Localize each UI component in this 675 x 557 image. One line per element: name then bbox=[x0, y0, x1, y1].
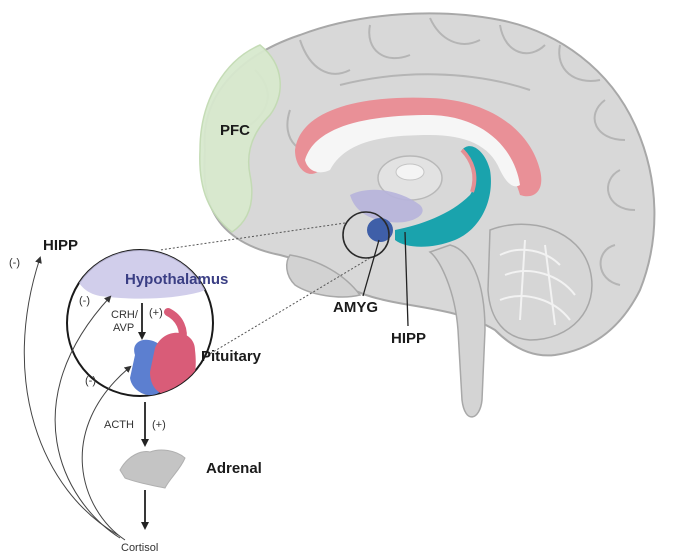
feedback-to-pituitary bbox=[81, 365, 132, 541]
label-adrenal: Adrenal bbox=[206, 460, 262, 477]
zoom-circle bbox=[66, 249, 214, 397]
label-acth: ACTH bbox=[104, 419, 134, 431]
brain bbox=[199, 12, 656, 418]
hypothalamus-region bbox=[350, 189, 423, 223]
pfc-region bbox=[199, 44, 281, 233]
cerebellum bbox=[487, 223, 593, 341]
label-hypothalamus: Hypothalamus bbox=[125, 271, 229, 288]
hippocampus-region bbox=[395, 146, 491, 247]
label-pituitary: Pituitary bbox=[201, 348, 262, 365]
sign-minus-hypothalamus: (-) bbox=[79, 295, 90, 307]
amyg-pointer bbox=[362, 239, 380, 297]
label-hipp-feedback: HIPP bbox=[43, 237, 79, 254]
label-amyg: AMYG bbox=[333, 299, 378, 316]
sign-minus-hipp: (-) bbox=[9, 257, 20, 269]
feedback-to-hipp bbox=[23, 256, 119, 536]
label-pfc: PFC bbox=[220, 122, 250, 139]
cerebellum-folia bbox=[499, 239, 576, 326]
pituitary-anterior bbox=[150, 332, 196, 396]
zoom-line-bottom bbox=[207, 257, 371, 356]
corpus-callosum bbox=[305, 115, 520, 187]
adrenal-gland bbox=[119, 449, 186, 489]
label-avp: AVP bbox=[113, 322, 135, 334]
zoom-line-top bbox=[159, 222, 346, 251]
brainstem bbox=[428, 244, 486, 418]
zoom-source-circle bbox=[342, 211, 390, 259]
gyri-lines bbox=[249, 17, 636, 286]
sign-plus-crh: (+) bbox=[149, 307, 163, 319]
sign-plus-acth: (+) bbox=[152, 419, 166, 431]
label-hipp-brain: HIPP bbox=[391, 330, 427, 347]
hipp-pointer bbox=[404, 231, 409, 327]
feedback-to-hypothalamus bbox=[54, 295, 121, 539]
sign-minus-pituitary: (-) bbox=[85, 375, 96, 387]
label-crh: CRH/ bbox=[111, 309, 138, 321]
label-cortisol: Cortisol bbox=[121, 542, 159, 554]
